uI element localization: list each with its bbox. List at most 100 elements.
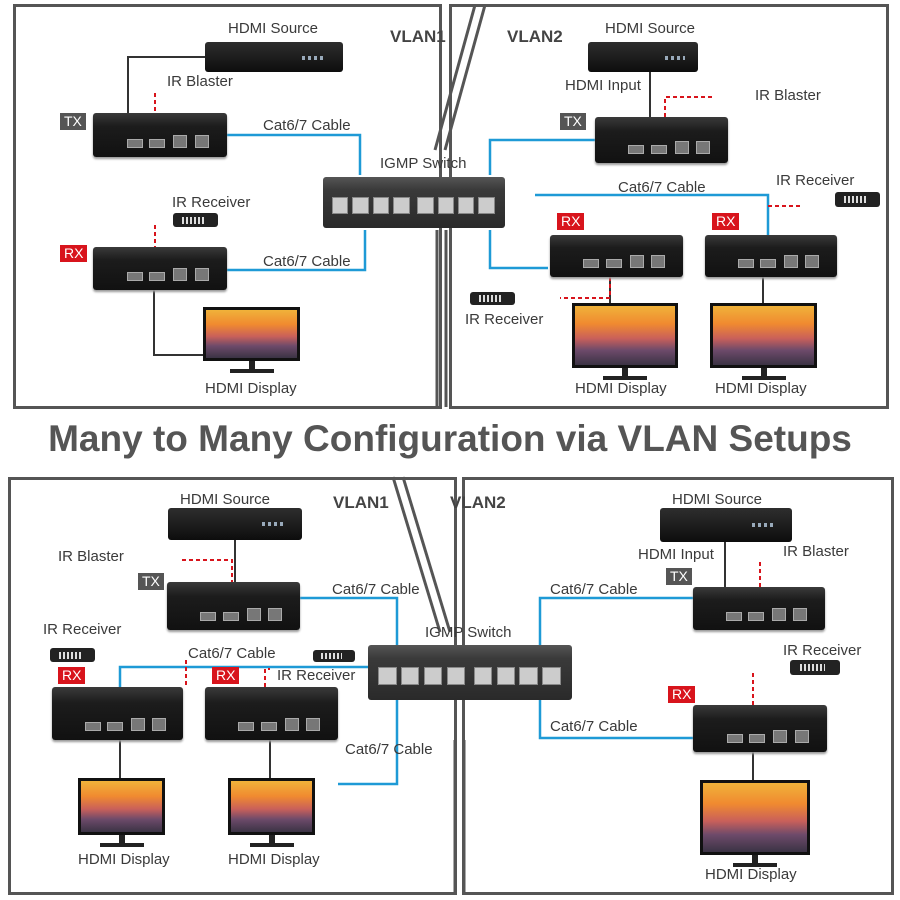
bottom-label-hdmi-input: HDMI Input (638, 546, 714, 563)
monitor-stand (752, 855, 758, 863)
hdmi-source-device (588, 42, 698, 72)
igmp-switch (368, 645, 572, 700)
ir-cable (664, 96, 715, 117)
bottom-label-hdmi-display: HDMI Display (705, 866, 797, 883)
bottom-label-ir-blaster: IR Blaster (58, 548, 124, 565)
hdmi-source-device (205, 42, 343, 72)
monitor-base (229, 369, 274, 373)
hdmi-display-monitor (700, 780, 810, 855)
top-label-hdmi-display: HDMI Display (575, 380, 667, 397)
bottom-vlan1-label: VLAN1 (333, 493, 389, 512)
top-tx-badge: TX (60, 113, 86, 130)
hdmi-source-device (660, 508, 792, 542)
monitor-base (741, 376, 786, 380)
monitor-stand (760, 368, 767, 376)
remote-control-icon (313, 650, 355, 662)
hdmi-cable (153, 290, 203, 356)
top-rx-badge: RX (712, 213, 740, 230)
vlan-divider (443, 4, 487, 151)
tx-extender (167, 582, 300, 630)
cat6-cable (535, 193, 770, 235)
top-label-hdmi-display: HDMI Display (715, 380, 807, 397)
top-label-ir-receiver: IR Receiver (172, 194, 251, 211)
hdmi-cable (127, 56, 207, 113)
rx-extender (205, 687, 338, 740)
top-rx-badge: RX (557, 213, 585, 230)
top-vlan2-label: VLAN2 (507, 27, 563, 46)
bottom-label-hdmi-source: HDMI Source (180, 491, 271, 508)
bottom-label-cat6-7-cable: Cat6/7 Cable (550, 581, 638, 598)
bottom-label-ir-blaster: IR Blaster (783, 543, 849, 560)
cat6-cable (227, 133, 362, 175)
remote-control-icon (50, 648, 95, 662)
top-label-hdmi-display: HDMI Display (205, 380, 297, 397)
hdmi-display-monitor (228, 778, 315, 835)
top-tx-badge: TX (560, 113, 586, 130)
hdmi-display-monitor (78, 778, 165, 835)
cat6-cable (488, 230, 548, 270)
rx-extender (705, 235, 837, 277)
bottom-label-cat6-7-cable: Cat6/7 Cable (332, 581, 420, 598)
top-label-ir-blaster: IR Blaster (755, 87, 821, 104)
top-label-ir-blaster: IR Blaster (167, 73, 233, 90)
top-label-ir-receiver: IR Receiver (776, 172, 855, 189)
rx-extender (693, 705, 827, 752)
vlan-divider (433, 4, 477, 151)
bottom-rx-badge: RX (58, 667, 86, 684)
tx-extender (93, 113, 227, 157)
vlan-divider (391, 476, 442, 633)
monitor-base (733, 863, 777, 867)
top-label-cat6-7-cable: Cat6/7 Cable (618, 179, 706, 196)
page-title: Many to Many Configuration via VLAN Setu… (48, 418, 852, 459)
bottom-vlan2-label: VLAN2 (450, 493, 506, 512)
cat6-cable (538, 596, 693, 645)
top-label-cat6-7-cable: Cat6/7 Cable (263, 253, 351, 270)
top-label-ir-receiver: IR Receiver (465, 311, 544, 328)
igmp-switch (323, 177, 505, 228)
bottom-label-ir-receiver: IR Receiver (277, 667, 356, 684)
cat6-cable (227, 230, 367, 272)
monitor-stand (268, 835, 275, 843)
hdmi-display-monitor (710, 303, 817, 368)
bottom-label-hdmi-display: HDMI Display (78, 851, 170, 868)
cat6-cable (338, 700, 399, 786)
rx-extender (52, 687, 183, 740)
monitor-stand (118, 835, 125, 843)
bottom-label-cat6-7-cable: Cat6/7 Cable (188, 645, 276, 662)
monitor-stand (622, 368, 628, 376)
ir-cable (264, 668, 270, 687)
top-vlan1-label: VLAN1 (390, 27, 446, 46)
top-switch-label: IGMP Switch (380, 155, 467, 172)
top-label-hdmi-source: HDMI Source (228, 20, 319, 37)
hdmi-display-monitor (203, 307, 300, 361)
bottom-switch-label: IGMP Switch (425, 624, 512, 641)
cat6-cable (538, 700, 693, 740)
bottom-label-ir-receiver: IR Receiver (43, 621, 122, 638)
bottom-label-cat6-7-cable: Cat6/7 Cable (550, 718, 638, 735)
monitor-base (603, 376, 647, 380)
remote-control-icon (470, 292, 515, 305)
remote-control-icon (173, 213, 218, 227)
bottom-label-hdmi-source: HDMI Source (672, 491, 763, 508)
ir-cable (182, 559, 233, 582)
tx-extender (595, 117, 728, 163)
remote-control-icon (835, 192, 880, 207)
bottom-label-ir-receiver: IR Receiver (783, 642, 862, 659)
tx-extender (693, 587, 825, 630)
bottom-rx-badge: RX (668, 686, 696, 703)
monitor-stand (248, 361, 255, 369)
top-label-cat6-7-cable: Cat6/7 Cable (263, 117, 351, 134)
top-label-hdmi-source: HDMI Source (605, 20, 696, 37)
bottom-tx-badge: TX (666, 568, 692, 585)
vlan-divider (401, 476, 452, 633)
rx-extender (550, 235, 683, 277)
hdmi-source-device (168, 508, 302, 540)
bottom-label-hdmi-display: HDMI Display (228, 851, 320, 868)
rx-extender (93, 247, 227, 290)
monitor-base (99, 843, 144, 847)
bottom-rx-badge: RX (212, 667, 240, 684)
top-rx-badge: RX (60, 245, 88, 262)
remote-control-icon (790, 660, 840, 675)
cat6-cable (488, 138, 595, 175)
